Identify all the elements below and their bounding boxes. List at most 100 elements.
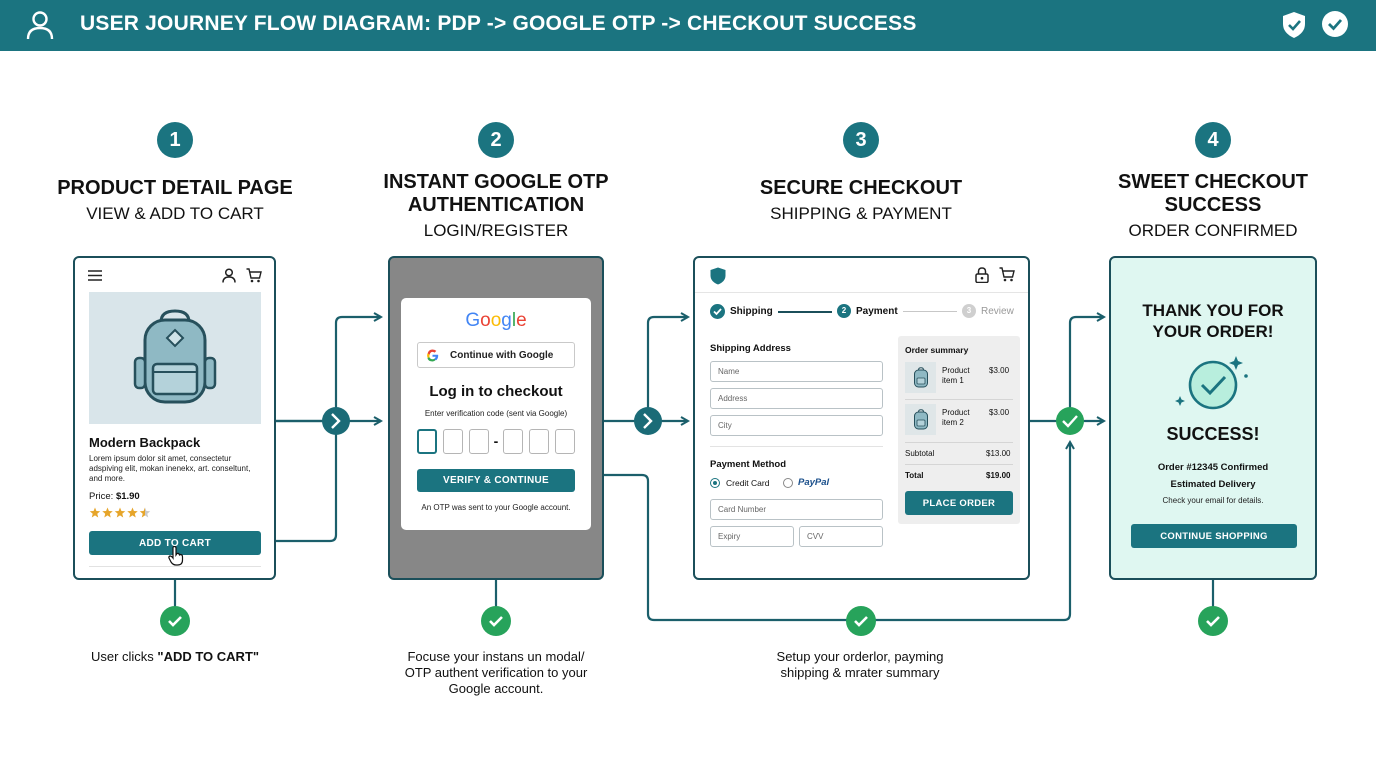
google-letter: g [501, 310, 512, 331]
otp-digit-1[interactable] [417, 429, 437, 454]
otp-digit-3[interactable] [469, 429, 489, 454]
checkout-frame: Shipping 2 Payment 3 Review Shipping Add… [693, 256, 1030, 580]
summary-divider-1 [905, 399, 1013, 400]
total-label: Total [905, 471, 924, 480]
step-2-complete-check [481, 606, 511, 636]
backpack-thumb-icon [914, 367, 928, 388]
continue-shopping-button[interactable]: CONTINUE SHOPPING [1131, 524, 1297, 548]
thank-you-heading: THANK YOU FOR YOUR ORDER! [1142, 301, 1284, 341]
product-image [89, 292, 261, 424]
credit-card-radio[interactable]: Credit Card [710, 477, 780, 491]
total-value: $19.00 [986, 471, 1011, 480]
step-2-title: INSTANT GOOGLE OTP AUTHENTICATION [383, 171, 609, 216]
otp-footer-note: An OTP was sent to your Google account. [421, 503, 571, 512]
estimated-delivery-line: Estimated Delivery [1170, 479, 1256, 490]
subtotal-label: Subtotal [905, 449, 935, 458]
google-letter: o [480, 310, 491, 331]
step-1-complete-check [160, 606, 190, 636]
caption-step-1: User clicks "ADD TO CART" [60, 649, 290, 665]
google-logo: Google [401, 310, 591, 332]
product-description: Lorem ipsum dolor sit amet, consectetur … [89, 454, 251, 483]
lock-icon [975, 267, 989, 283]
shield-logo-icon [710, 267, 726, 285]
check-icon [854, 616, 868, 627]
card-number-field[interactable]: Card Number [710, 499, 883, 520]
radio-selected [710, 478, 720, 488]
order-summary-panel: Order summary Product item 1 $3.00 [898, 336, 1020, 524]
item-1-price: $3.00 [989, 366, 1010, 375]
star-rating [89, 507, 151, 518]
continue-with-google-label: Continue with Google [450, 350, 554, 361]
otp-separator: - [493, 433, 499, 449]
account-icon[interactable] [222, 268, 236, 283]
otp-digit-5[interactable] [529, 429, 549, 454]
connector-1-2-lower [276, 421, 338, 543]
divider [89, 566, 261, 567]
check-icon [168, 616, 182, 627]
success-status: SUCCESS! [1166, 424, 1260, 444]
cvv-field[interactable]: CVV [799, 526, 883, 547]
radio-unselected [783, 478, 793, 488]
cart-icon[interactable] [246, 268, 262, 283]
star-icon [127, 507, 138, 518]
success-check-icon [1175, 356, 1248, 410]
star-icon [114, 507, 126, 518]
otp-digit-4[interactable] [503, 429, 523, 454]
user-icon [26, 11, 54, 40]
stepper-review[interactable]: Review [981, 306, 1014, 317]
otp-input-group: - [417, 429, 577, 455]
checkout-stepper: Shipping 2 Payment 3 Review [710, 304, 1020, 320]
step-3-number: 3 [843, 122, 879, 158]
google-wordmark: Google [465, 310, 526, 331]
otp-phone-frame: Google Continue with Google Log in to ch… [388, 256, 604, 580]
check-circle-icon [1322, 11, 1348, 37]
stepper-payment[interactable]: Payment [856, 306, 898, 317]
item-1-name-line1: Product [942, 366, 970, 375]
subtotal-value: $13.00 [986, 449, 1011, 458]
summary-item-2: Product item 2 $3.00 [905, 404, 1015, 438]
otp-digit-2[interactable] [443, 429, 463, 454]
address-field[interactable]: Address [710, 388, 883, 409]
price-value: $1.90 [115, 491, 140, 502]
step-3-complete-check [846, 606, 876, 636]
item-thumbnail [905, 404, 936, 435]
paypal-label: PayPal [798, 477, 830, 488]
top-bar [0, 0, 1376, 51]
checkout-cart-icon[interactable] [999, 267, 1015, 282]
form-divider [710, 446, 883, 447]
star-icon [102, 507, 113, 518]
verify-continue-button[interactable]: VERIFY & CONTINUE [417, 469, 575, 492]
shipping-heading: Shipping Address [710, 343, 791, 354]
city-field[interactable]: City [710, 415, 883, 436]
stepper-line-2 [903, 311, 957, 312]
item-2-name-line2: item 2 [942, 418, 964, 427]
continue-with-google-button[interactable]: Continue with Google [417, 342, 575, 368]
step-4-subtitle: ORDER CONFIRMED [1128, 221, 1298, 240]
paypal-radio[interactable]: PayPal [783, 477, 853, 491]
summary-divider-3 [905, 464, 1013, 465]
check-icon [1206, 616, 1220, 627]
connector-2-3-upper [646, 317, 688, 421]
stepper-review-num: 3 [962, 304, 976, 318]
chevron-node-1 [322, 407, 350, 435]
stepper-check-icon [710, 304, 725, 319]
otp-digit-6[interactable] [555, 429, 575, 454]
google-letter: l [511, 310, 517, 331]
stepper-payment-num: 2 [837, 304, 851, 318]
stepper-shipping[interactable]: Shipping [730, 306, 773, 317]
hamburger-menu-icon[interactable] [88, 270, 102, 281]
step-4-title: SWEET CHECKOUT SUCCESS [1118, 171, 1308, 216]
product-name: Modern Backpack [89, 435, 201, 450]
step-1-title: PRODUCT DETAIL PAGE [57, 177, 293, 199]
expiry-field[interactable]: Expiry [710, 526, 794, 547]
name-field[interactable]: Name [710, 361, 883, 382]
place-order-button[interactable]: PLACE ORDER [905, 491, 1013, 515]
price-label: Price: [89, 491, 116, 502]
step-3-title: SECURE CHECKOUT [759, 177, 963, 199]
otp-instruction: Enter verification code (sent via Google… [424, 409, 568, 418]
step-2-number: 2 [478, 122, 514, 158]
google-g-icon [427, 349, 439, 362]
step-3-subtitle: SHIPPING & PAYMENT [770, 204, 952, 223]
step-4-complete-check [1198, 606, 1228, 636]
